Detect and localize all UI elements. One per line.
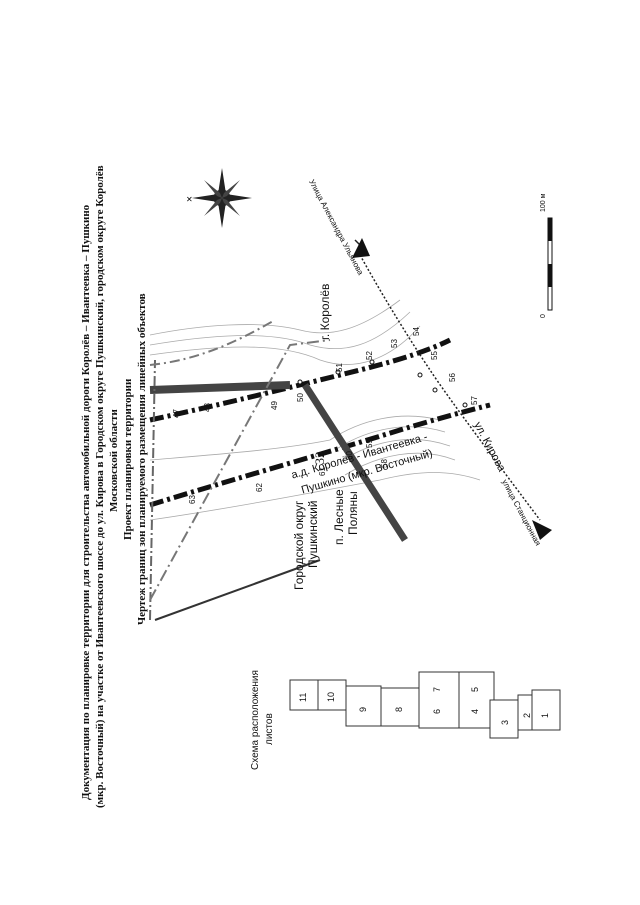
picket-label: 56 [448, 373, 457, 382]
picket-label: 59 [365, 439, 374, 448]
title-line-4: Проект планировки территории [122, 378, 134, 540]
sheet-label: 8 [394, 706, 404, 712]
sheet-label: 10 [326, 691, 336, 702]
picket-label: 51 [335, 363, 344, 372]
sheet-label: 1 [540, 712, 550, 718]
picket-markers [297, 359, 468, 408]
picket-label: 63 [188, 495, 197, 504]
sheet-scheme-title-1: Схема расположения [250, 670, 261, 770]
sheet-scheme [289, 671, 561, 739]
title-line-2: (мкр. Восточный) на участке от Ивантеевс… [94, 165, 106, 808]
village-label-1: п. Лесные [332, 489, 346, 545]
picket-label: 60 [345, 451, 354, 460]
sheet-label: 7 [432, 686, 442, 692]
picket-label: 52 [365, 351, 374, 360]
title-line-1: Документация по планировке территории дл… [80, 204, 92, 800]
picket-label: 54 [412, 327, 421, 336]
picket-label: 58 [380, 459, 389, 468]
city-korolev-label: г. Королёв [318, 283, 332, 340]
picket-label: 48 [203, 403, 212, 412]
sheet-label: 4 [470, 708, 480, 714]
sheet-label: 6 [432, 708, 442, 714]
sheet-label: 9 [358, 706, 368, 712]
picket-label: 62 [255, 483, 264, 492]
title-line-3: Московской области [108, 409, 120, 512]
village-label-2: Поляны [346, 491, 360, 535]
picket-label: 57 [470, 396, 479, 405]
picket-label: 61 [318, 467, 327, 476]
scale-100m-label: 100 м [540, 193, 547, 212]
scale-zero-label: 0 [540, 314, 547, 318]
sheet-label: 11 [298, 692, 308, 702]
picket-label: 55 [430, 351, 439, 360]
picket-label: 47 [172, 409, 181, 418]
title-line-5: Чертеж границ зон планируемого размещени… [136, 293, 148, 625]
scale-bar [547, 217, 553, 311]
sheet-scheme-title-2: листов [264, 713, 275, 745]
sheet-label: 2 [522, 712, 532, 718]
picket-label: 53 [390, 339, 399, 348]
compass-rose-icon: ✕ [186, 168, 252, 228]
picket-label: 50 [296, 393, 305, 402]
district-label-1: Городской округ [292, 500, 306, 590]
sheet-label: 3 [500, 719, 510, 725]
direction-arrow-icon [352, 238, 552, 540]
planned-road-zone [149, 319, 491, 621]
district-label-2: Пушкинский [306, 500, 320, 569]
picket-label: 49 [270, 401, 279, 410]
svg-text:✕: ✕ [186, 195, 193, 204]
sheet-label: 5 [470, 686, 480, 692]
